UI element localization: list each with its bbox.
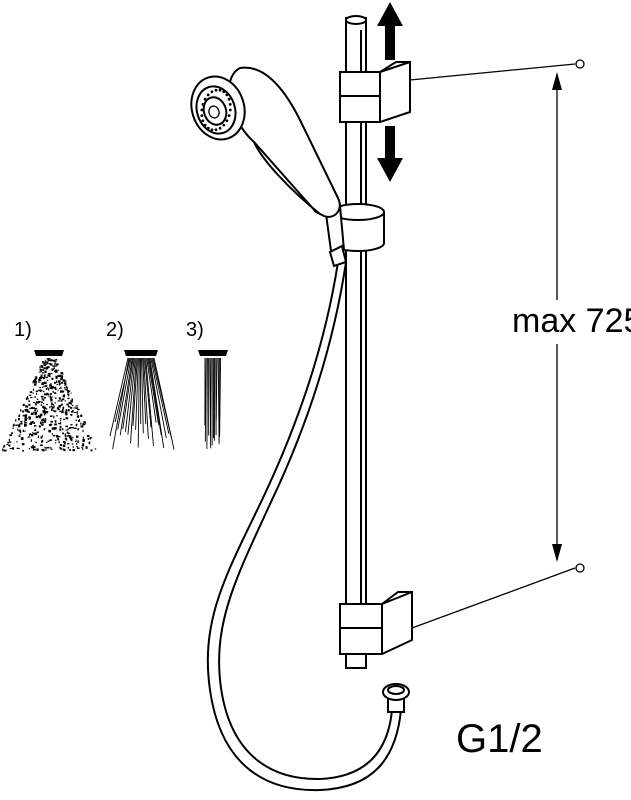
shower-hose [206,261,402,792]
dimension-line [409,59,630,629]
connection-label: G1/2 [456,717,543,761]
spray-mode-1 [2,350,97,452]
arrow-up-icon [377,2,403,60]
spray-mode-2 [109,350,175,450]
hose-connector [382,683,410,713]
hand-shower [190,66,341,218]
top-wall-bracket [339,61,411,123]
spray-mode-3-label: 3) [186,319,204,341]
arrow-down-icon [377,126,403,182]
spray-mode-2-label: 2) [106,319,124,341]
bottom-wall-bracket [339,591,413,669]
sliding-holder [324,203,385,268]
spray-mode-1-label: 1) [14,319,32,341]
dimension-label: max 725 [512,302,631,340]
shower-head-nozzles [200,88,232,132]
spray-mode-3 [198,350,228,449]
